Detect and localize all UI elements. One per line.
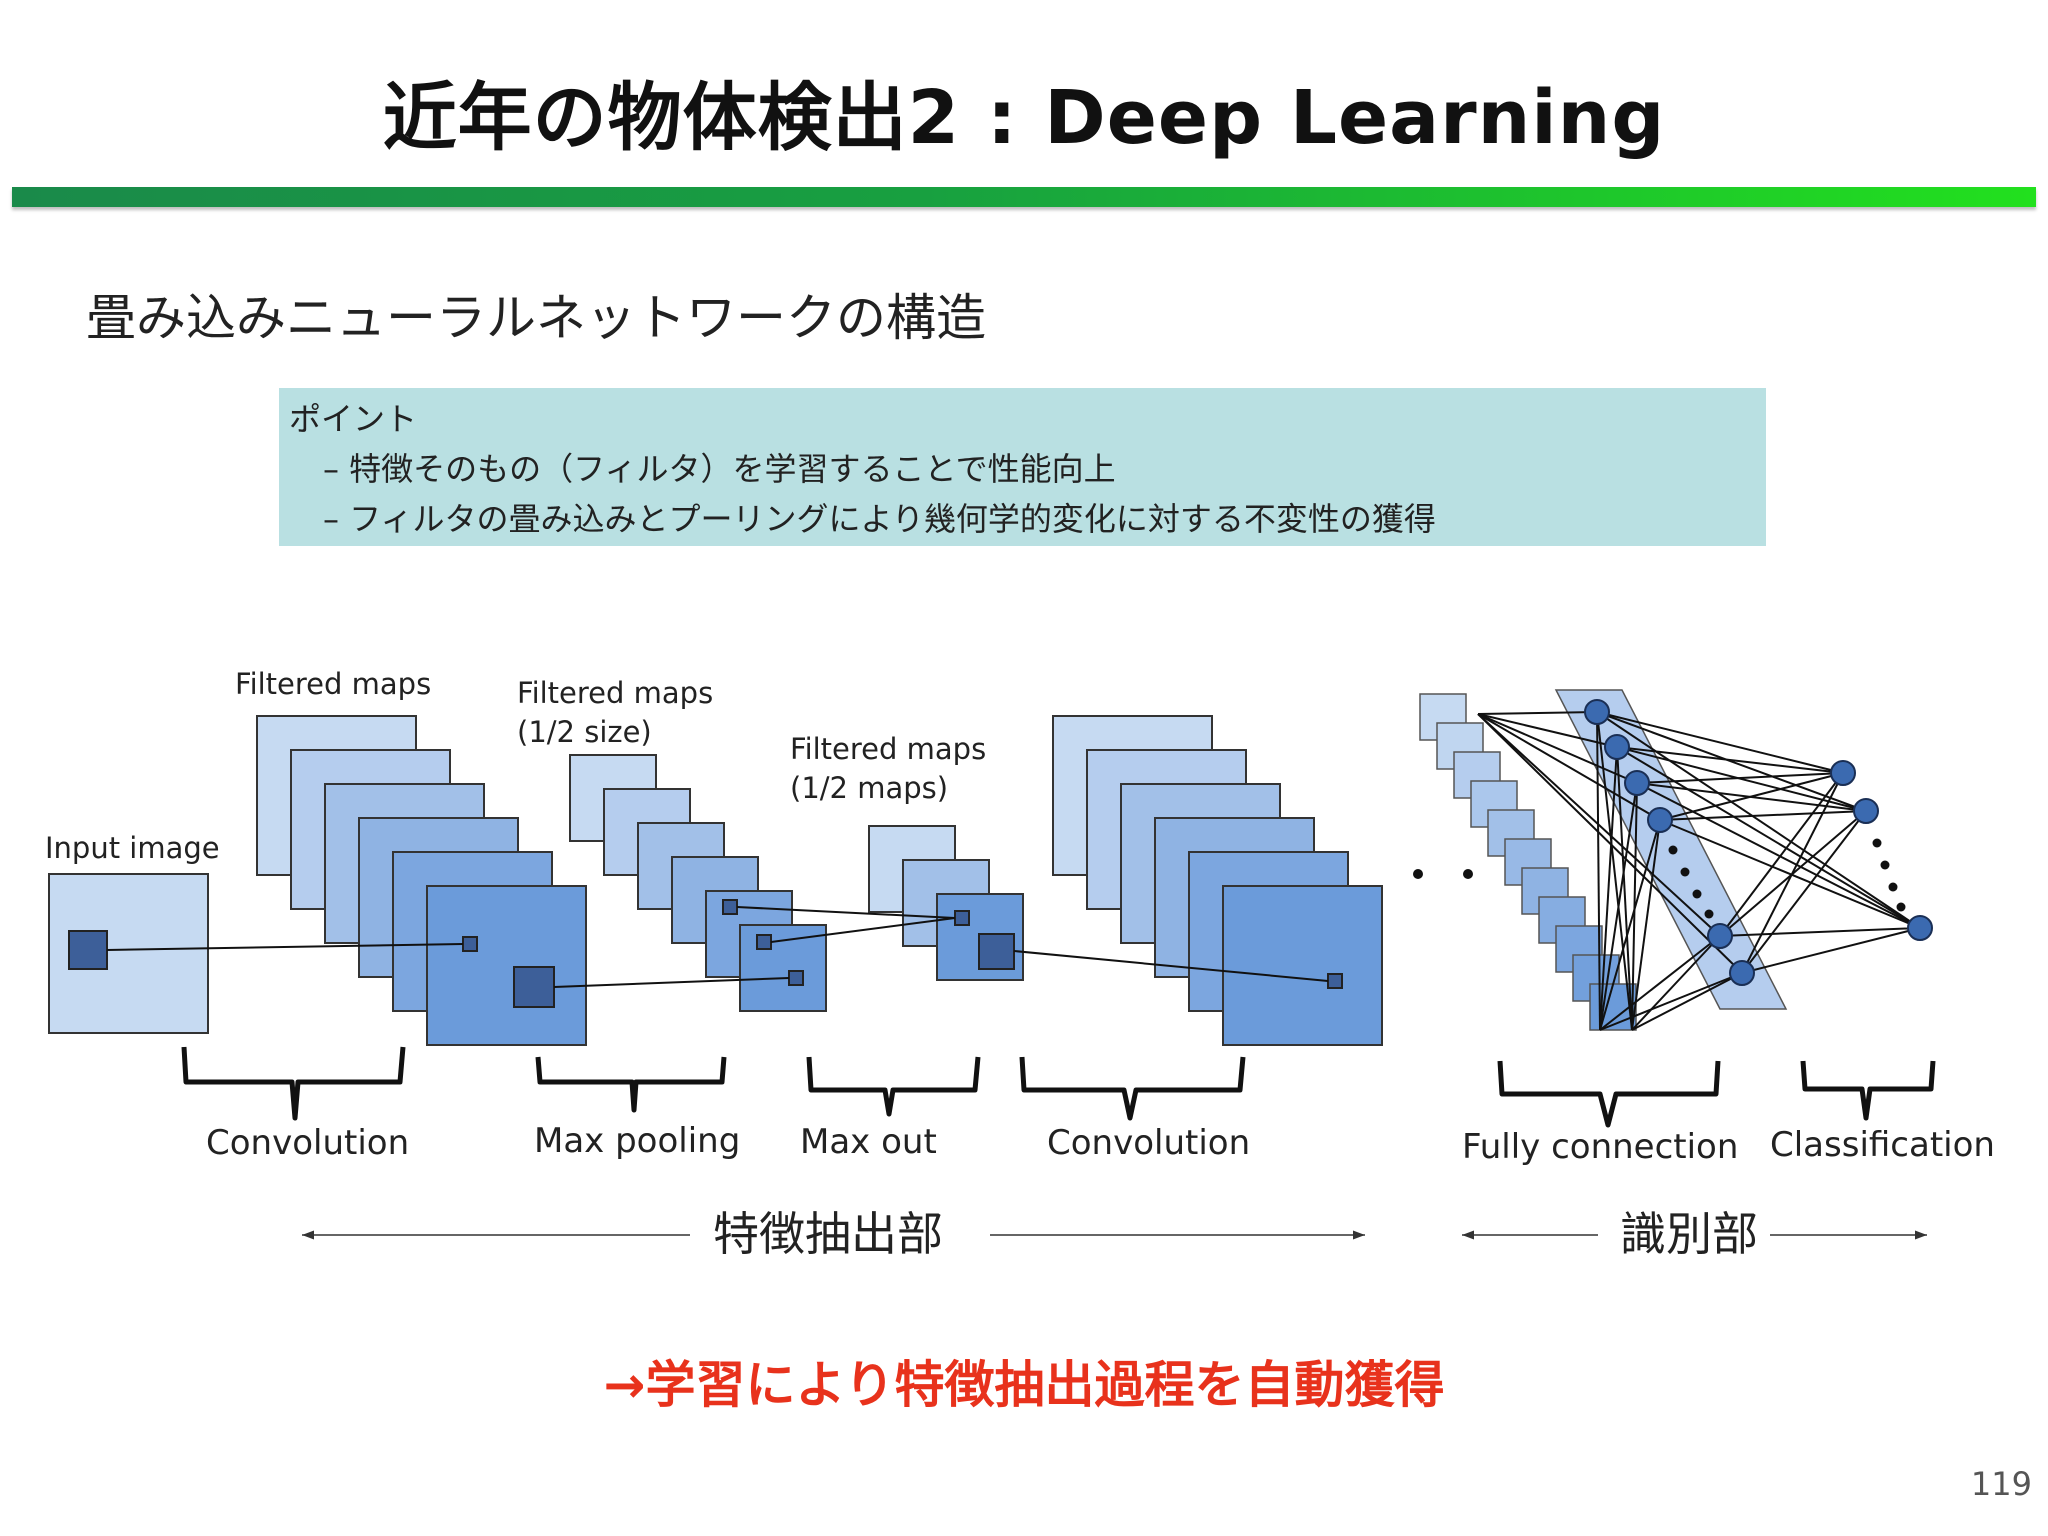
key-points-heading: ポイント — [289, 400, 418, 438]
stage-label-max-out: Max out — [800, 1122, 937, 1162]
input-image-label: Input image — [45, 831, 220, 865]
identification-section-label: 識別部 — [1620, 1207, 1758, 1261]
stage-label-classification: Classification — [1770, 1125, 1995, 1165]
input-image-map — [48, 873, 209, 1034]
fully-connected-edges — [1477, 711, 1921, 1031]
fully-connected-input-stack — [1419, 693, 1637, 1031]
key-point-item: – フィルタの畳み込みとプーリングにより幾何学的変化に対する不変性の獲得 — [323, 500, 1436, 538]
filtered-maps-label: Filtered maps — [235, 667, 431, 701]
hidden-layer-ellipsis — [1668, 845, 1714, 919]
max-pooling-feature-maps — [569, 754, 827, 1012]
slide-subtitle: 畳み込みニューラルネットワークの構造 — [86, 289, 986, 347]
key-point-item: – 特徴そのもの（フィルタ）を学習することで性能向上 — [323, 450, 1116, 488]
stage-label-max-pooling: Max pooling — [534, 1121, 740, 1161]
output-layer-ellipsis — [1872, 838, 1906, 912]
conclusion-text: →学習により特徴抽出過程を自動獲得 — [603, 1356, 1445, 1414]
feature-extraction-section-label: 特徴抽出部 — [713, 1207, 943, 1261]
filtered-maps-half-size-label: Filtered maps — [517, 676, 713, 710]
filtered-maps-half-maps-label: Filtered maps — [790, 732, 986, 766]
conv1-feature-maps — [256, 715, 587, 1046]
conv2-feature-maps — [1052, 715, 1383, 1046]
input-receptive-field — [68, 930, 108, 970]
receptive-field-connections — [106, 906, 1329, 988]
key-points-box: ポイント – 特徴そのもの（フィルタ）を学習することで性能向上 – フィルタの畳… — [279, 388, 1766, 546]
stage-label-convolution: Convolution — [206, 1123, 409, 1163]
stage-brackets — [181, 1046, 1936, 1128]
hidden-layer-nodes — [1584, 699, 1755, 986]
slide-title: 近年の物体検出2 : Deep Learning — [382, 75, 1666, 161]
page-number: 119 — [1970, 1465, 2032, 1503]
output-layer-nodes — [1830, 760, 1933, 941]
filtered-maps-half-maps-label: (1/2 maps) — [790, 771, 948, 805]
title-underline-bar — [12, 187, 2036, 207]
max-out-feature-maps — [868, 825, 1024, 981]
filtered-maps-half-size-label: (1/2 size) — [517, 715, 652, 749]
stage-label-fully-connection: Fully connection — [1462, 1127, 1738, 1167]
stage-label-convolution: Convolution — [1047, 1123, 1250, 1163]
ellipsis-dots — [1413, 869, 1473, 879]
